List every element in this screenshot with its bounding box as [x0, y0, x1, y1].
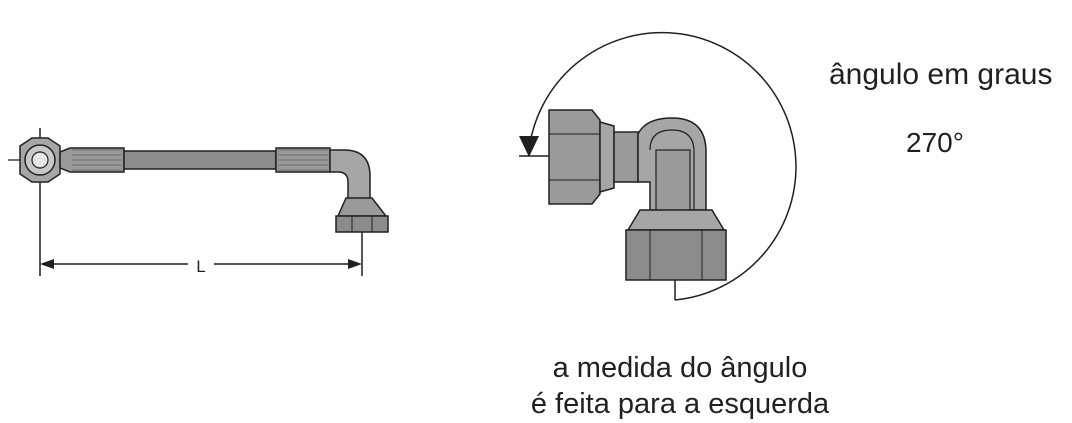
hose-side-view: L [8, 128, 389, 276]
dimension-arrow-right [348, 259, 362, 269]
hex-nut-fitting [8, 137, 72, 183]
angle-view-hex-nut [548, 109, 639, 205]
dimension-label: L [196, 257, 205, 276]
hose-body [123, 150, 277, 170]
angle-direction-note: a medida do ângulo é feita para a esquer… [505, 350, 855, 422]
note-line-1: a medida do ângulo [552, 352, 808, 384]
angle-view-elbow [637, 117, 707, 211]
note-line-2: é feita para a esquerda [530, 388, 830, 420]
angle-view-swivel-nut [625, 209, 727, 281]
angle-unit-label: ângulo em graus [829, 58, 1053, 91]
angle-arc [528, 31, 797, 301]
length-dimension: L [40, 257, 362, 276]
hose-angle-view [519, 31, 797, 301]
elbow-fitting [329, 149, 371, 201]
dimension-arrow-left [40, 259, 54, 269]
angle-arrowhead [519, 136, 539, 157]
ferrule-left [59, 147, 125, 173]
angle-value: 270° [906, 127, 964, 158]
ferrule-right [275, 147, 331, 173]
swivel-nut-bottom [335, 197, 389, 233]
